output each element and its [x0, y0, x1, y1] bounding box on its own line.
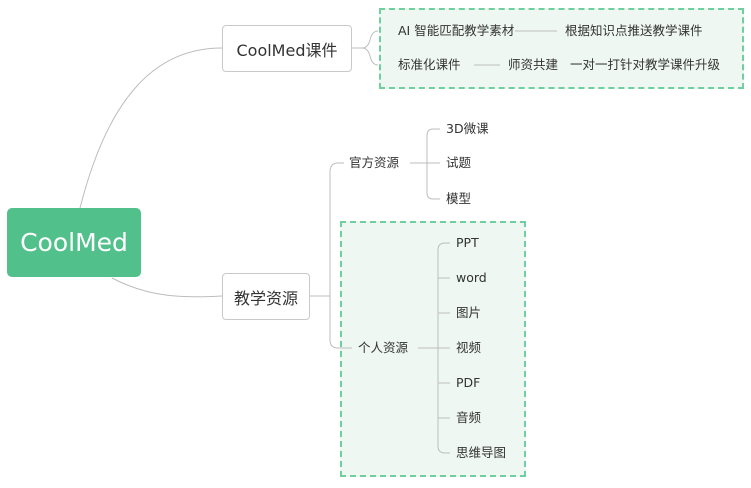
courseware-branch-node[interactable]: CoolMed课件: [222, 25, 352, 72]
official-fork-line: [426, 128, 440, 200]
courseware-to-items-line: [352, 30, 379, 66]
personal-item-mindmap[interactable]: 思维导图: [456, 445, 507, 460]
personal-resources-label[interactable]: 个人资源: [358, 340, 409, 355]
personal-fork-line: [437, 242, 450, 454]
personal-item-audio[interactable]: 音频: [456, 410, 482, 425]
faculty-cobuild-label[interactable]: 师资共建: [508, 57, 559, 72]
personal-resources-highlight-region: [340, 221, 526, 477]
standardized-courseware-label[interactable]: 标准化课件: [398, 57, 461, 72]
personal-item-video[interactable]: 视频: [456, 340, 482, 355]
official-item-models[interactable]: 模型: [446, 191, 472, 206]
root-node[interactable]: CoolMed: [7, 208, 141, 277]
one-to-one-upgrade-label[interactable]: 一对一打针对教学课件升级: [570, 57, 721, 72]
resources-branch-node[interactable]: 教学资源: [222, 273, 310, 320]
official-item-3d-microcourse[interactable]: 3D微课: [446, 121, 489, 136]
personal-item-word[interactable]: word: [456, 270, 487, 285]
root-to-resources-line: [111, 277, 223, 298]
ai-matching-label[interactable]: AI 智能匹配教学素材: [398, 23, 515, 38]
resources-fork-line: [329, 162, 352, 349]
official-item-questions[interactable]: 试题: [446, 155, 472, 170]
official-resources-label[interactable]: 官方资源: [349, 155, 400, 170]
personal-item-images[interactable]: 图片: [456, 305, 482, 320]
root-to-courseware-line: [79, 47, 223, 209]
personal-item-ppt[interactable]: PPT: [456, 235, 479, 250]
ai-matching-detail-label[interactable]: 根据知识点推送教学课件: [565, 23, 703, 38]
personal-item-pdf[interactable]: PDF: [456, 375, 481, 390]
courseware-highlight-region: [379, 8, 744, 89]
